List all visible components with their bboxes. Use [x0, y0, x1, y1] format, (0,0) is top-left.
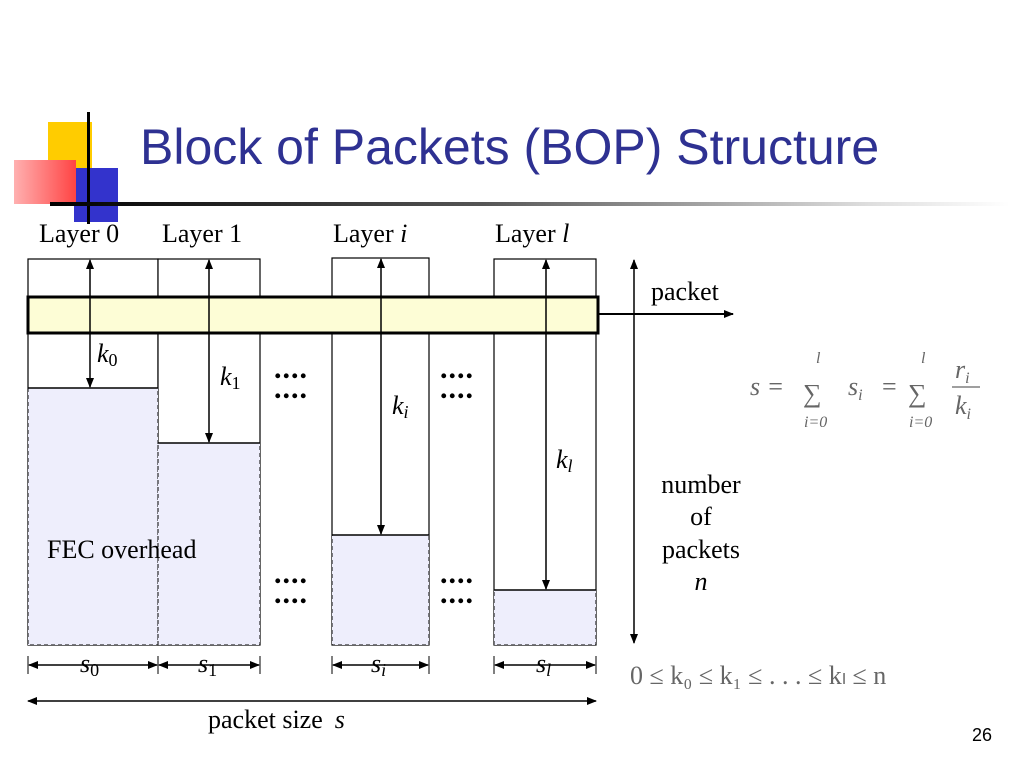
formula-s-term: si: [848, 372, 863, 404]
fec-region-layer0: [27, 387, 159, 646]
deco-square-red: [14, 160, 76, 204]
formula-equals: =: [882, 372, 897, 401]
k0-label: k0: [97, 339, 118, 370]
formula-frac-den: ki: [955, 391, 971, 423]
layeri-label: Layer i: [333, 219, 407, 248]
sl-label: sl: [536, 649, 551, 680]
si-label: si: [371, 649, 386, 680]
number-of-packets-line2: of: [690, 502, 712, 531]
formula-frac-num: ri: [955, 355, 970, 387]
s1-label: s1: [198, 649, 217, 680]
ellipsis-top-3: ....: [440, 352, 474, 385]
fec-region-layeri: [331, 534, 430, 646]
sum-symbol-2: ∑: [908, 379, 927, 408]
sum-lower-2: i=0: [909, 414, 932, 431]
layer0-label: Layer 0: [39, 219, 119, 248]
title-divider: [50, 202, 1010, 206]
sum-formula: s = ∑ l i=0 si = ∑ l i=0 ri ki: [750, 350, 980, 431]
fec-overhead-label: FEC overhead: [47, 535, 196, 564]
ki-label: ki: [392, 391, 409, 422]
sum-upper-2: l: [921, 350, 926, 367]
formula-lhs: s =: [750, 372, 784, 401]
packet-label: packet: [651, 277, 720, 306]
sum-lower-1: i=0: [804, 414, 827, 431]
page-number: 26: [971, 725, 992, 745]
kl-label: kl: [556, 445, 573, 476]
layer1-label: Layer 1: [162, 219, 242, 248]
s0-label: s0: [80, 649, 99, 680]
fec-region-layer1: [157, 442, 261, 646]
ellipsis-top-1: ....: [274, 352, 308, 385]
inequality-formula: 0 ≤ k₀ ≤ k₁ ≤ . . . ≤ kₗ ≤ n: [630, 661, 886, 690]
packet-row: [26, 295, 600, 335]
number-of-packets-line1: number: [661, 470, 741, 499]
k1-label: k1: [220, 362, 241, 393]
ellipsis-bottom-2: ....: [274, 577, 308, 610]
deco-square-blue: [74, 168, 118, 222]
slide-title: Block of Packets (BOP) Structure: [140, 119, 880, 175]
number-of-packets-var: n: [695, 567, 708, 596]
layerl-label: Layer l: [495, 219, 569, 248]
ellipsis-top-4: ....: [440, 372, 474, 405]
ellipsis-top-2: ....: [274, 372, 308, 405]
sum-upper-1: l: [816, 350, 821, 367]
ellipsis-bottom-3: ....: [440, 557, 474, 590]
deco-vertical-line: [87, 112, 90, 224]
ellipsis-bottom-4: ....: [440, 577, 474, 610]
fec-region-layerl: [493, 589, 597, 646]
sum-symbol-1: ∑: [803, 379, 822, 408]
number-of-packets-line3: packets: [662, 535, 740, 564]
ellipsis-bottom-1: ....: [274, 557, 308, 590]
